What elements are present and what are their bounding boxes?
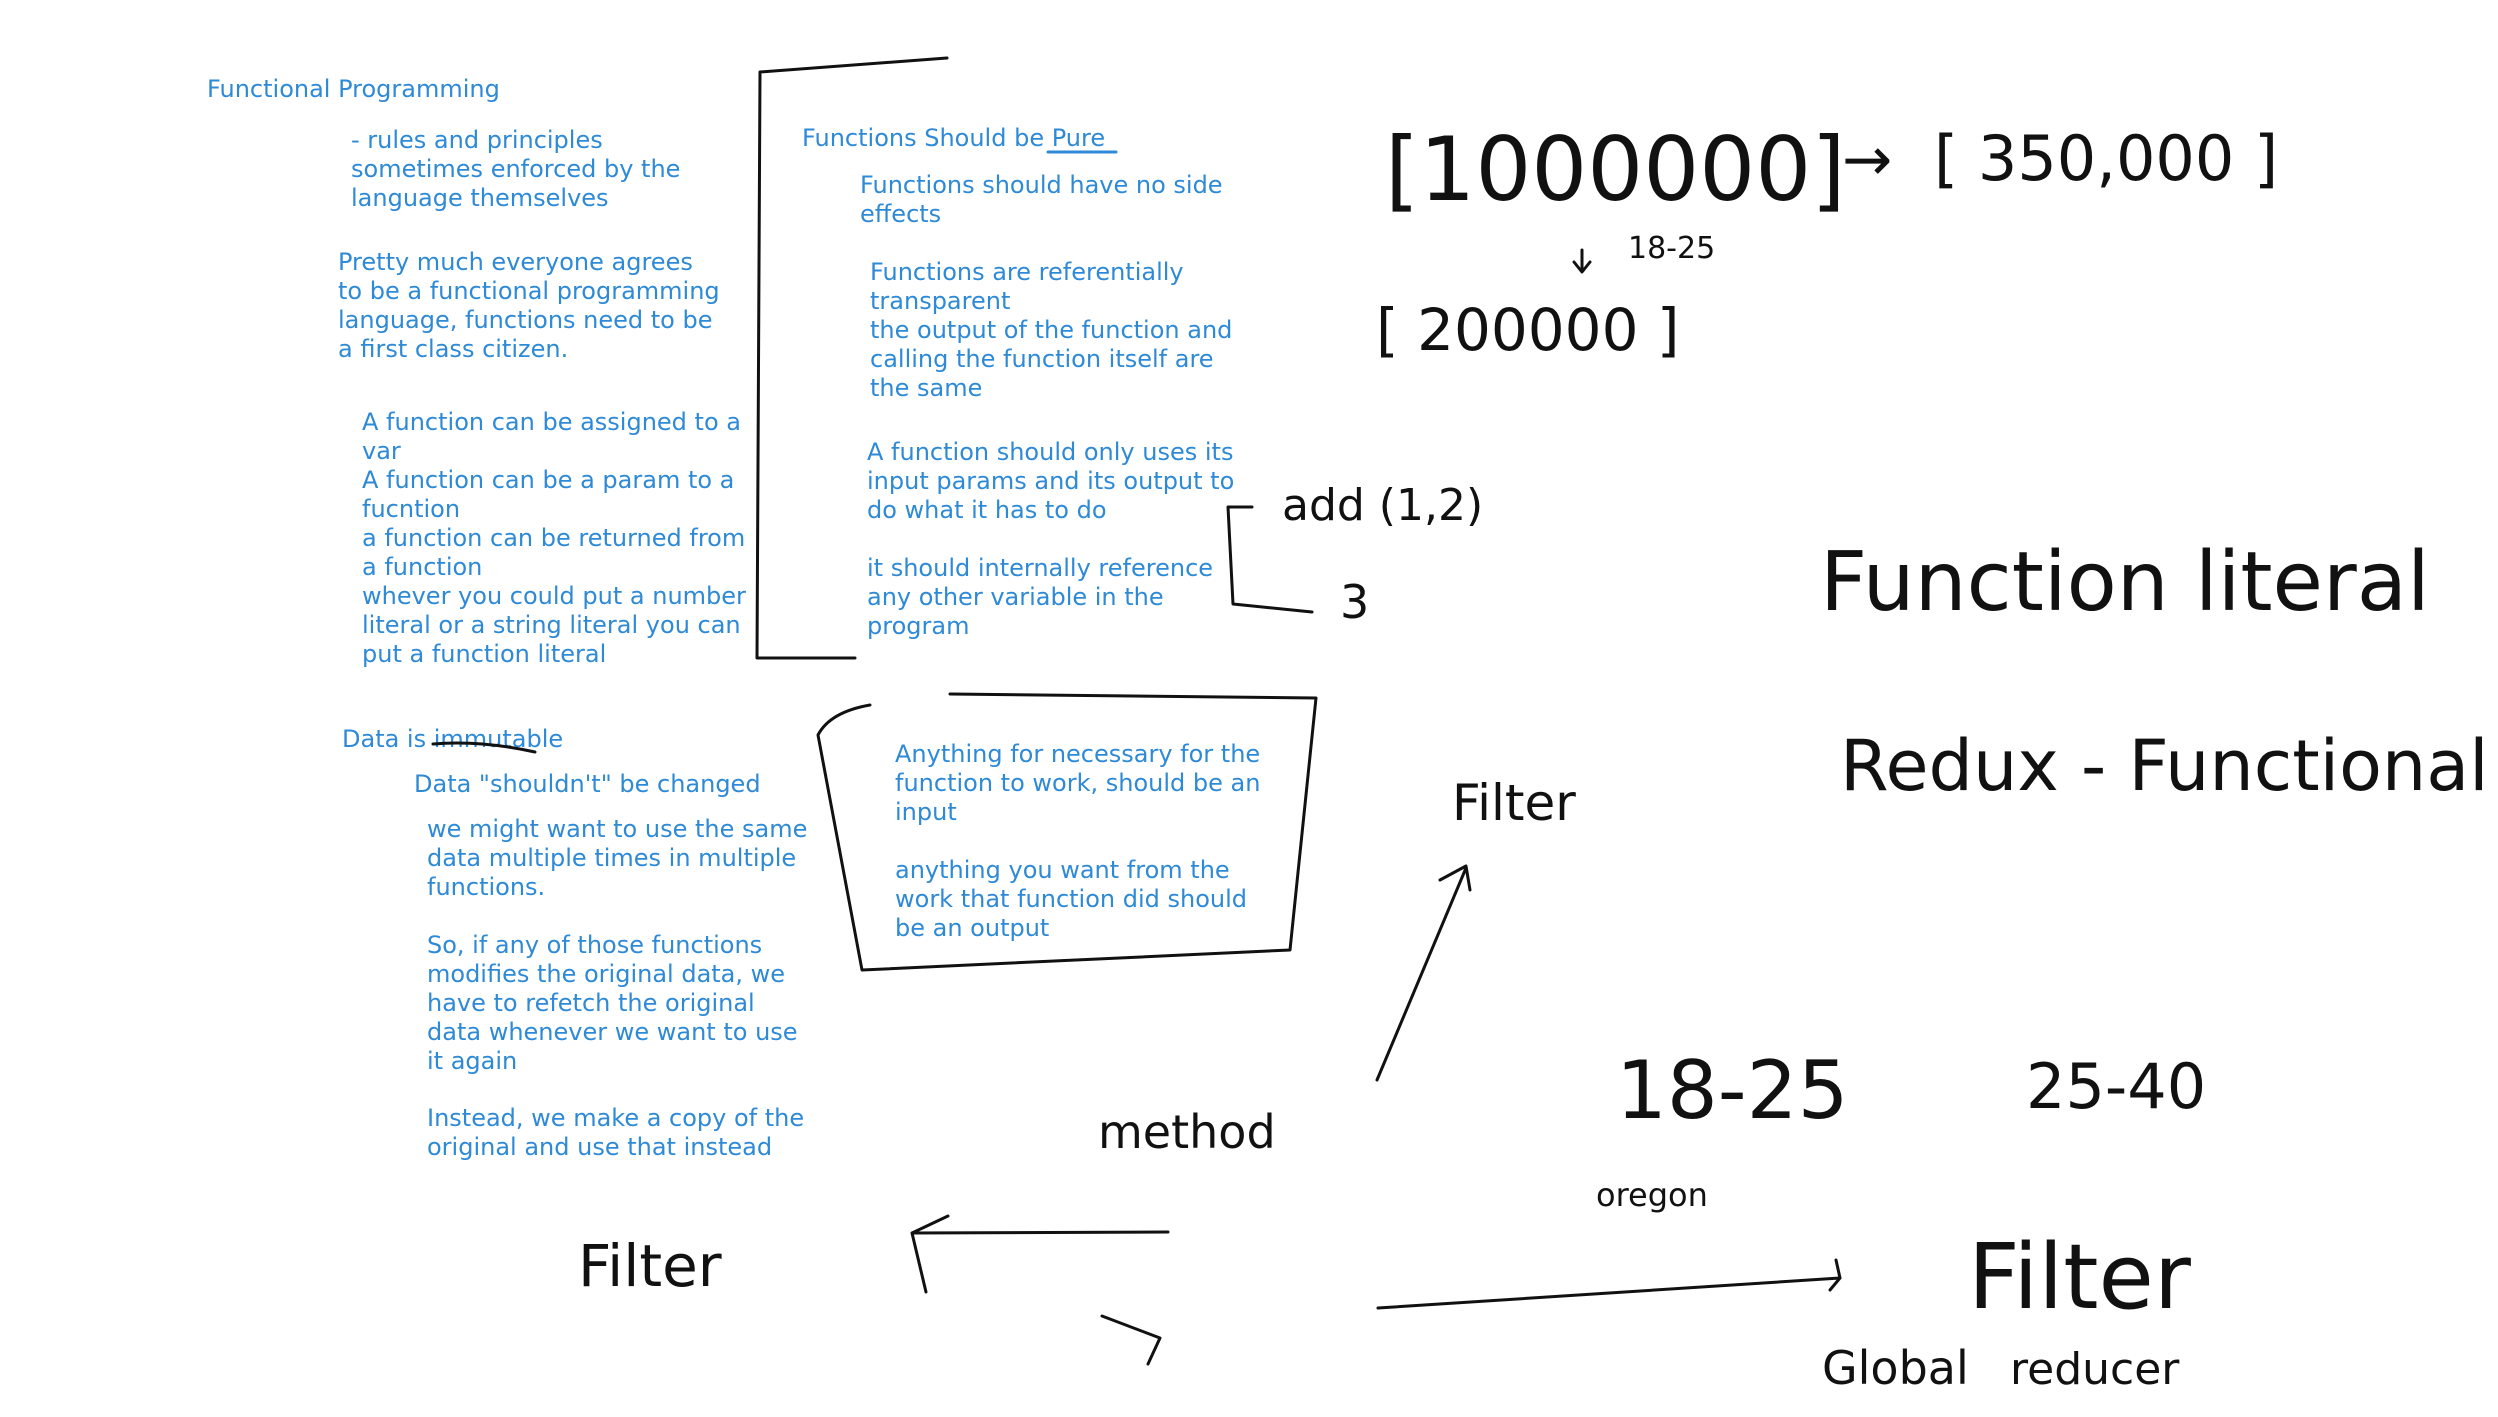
small-caret — [1100, 1314, 1162, 1366]
hand-method: method — [1098, 1105, 1276, 1159]
heading-functions-pure: Functions Should be Pure — [802, 124, 1106, 152]
note-no-side-effects: Functions should have no side effects — [860, 171, 1223, 228]
hand-function-literal: Function literal — [1820, 535, 2430, 630]
title-functional-programming: Functional Programming — [207, 75, 500, 103]
note-only-input-params: A function should only uses its input pa… — [867, 438, 1235, 524]
note-outputs-wanted: anything you want from the work that fun… — [895, 856, 1248, 942]
bracket-pure-section — [755, 56, 949, 660]
note-first-class-examples: A function can be assigned to a var A fu… — [362, 408, 746, 668]
hand-add-result: 3 — [1340, 575, 1369, 629]
arrow-up-filter — [1375, 864, 1472, 1082]
note-rules-principles: - rules and principles sometimes enforce… — [351, 126, 681, 212]
arrow-down-small — [1572, 248, 1592, 274]
hand-age-2: 25-40 — [2026, 1050, 2206, 1123]
note-make-copy: Instead, we make a copy of the original … — [427, 1104, 805, 1161]
hand-array-result: [ 350,000 ] — [1934, 122, 2278, 195]
heading-data-immutable: Data is immutable — [342, 725, 564, 753]
hand-filter-right: Filter — [1968, 1225, 2191, 1330]
note-refetch-data: So, if any of those functions modifies t… — [427, 931, 798, 1075]
note-first-class-agreement: Pretty much everyone agrees to be a func… — [338, 248, 720, 363]
note-reuse-data: we might want to use the same data multi… — [427, 815, 808, 901]
arrow-right-filter — [1376, 1258, 1842, 1310]
hand-array-big: [1000000] — [1385, 118, 1846, 221]
hand-arrow: → — [1842, 125, 1892, 195]
box-inputs-outputs — [816, 692, 1318, 972]
hand-filter-top: Filter — [1452, 774, 1576, 832]
hand-oregon: oregon — [1596, 1176, 1708, 1214]
hand-redux: Redux - Functional — [1840, 725, 2489, 807]
bracket-add — [1226, 505, 1314, 614]
note-internal-reference: it should internally reference any other… — [867, 554, 1214, 640]
hand-global: Global — [1822, 1341, 1969, 1395]
note-data-shouldnt-change: Data "shouldn't" be changed — [414, 770, 761, 798]
hand-age-1: 18-25 — [1616, 1044, 1848, 1137]
hand-reducer: reducer — [2010, 1344, 2180, 1395]
hand-add-call: add (1,2) — [1282, 480, 1483, 531]
note-inputs-needed: Anything for necessary for the function … — [895, 740, 1261, 826]
hand-filter-left: Filter — [578, 1232, 722, 1300]
hand-array-mid: [ 200000 ] — [1376, 296, 1680, 364]
underline-immutable — [431, 741, 537, 754]
note-referential-transparency: Functions are referentially transparent … — [870, 258, 1233, 402]
arrow-left-filter — [910, 1214, 1170, 1294]
hand-age-small: 18-25 — [1628, 231, 1715, 266]
